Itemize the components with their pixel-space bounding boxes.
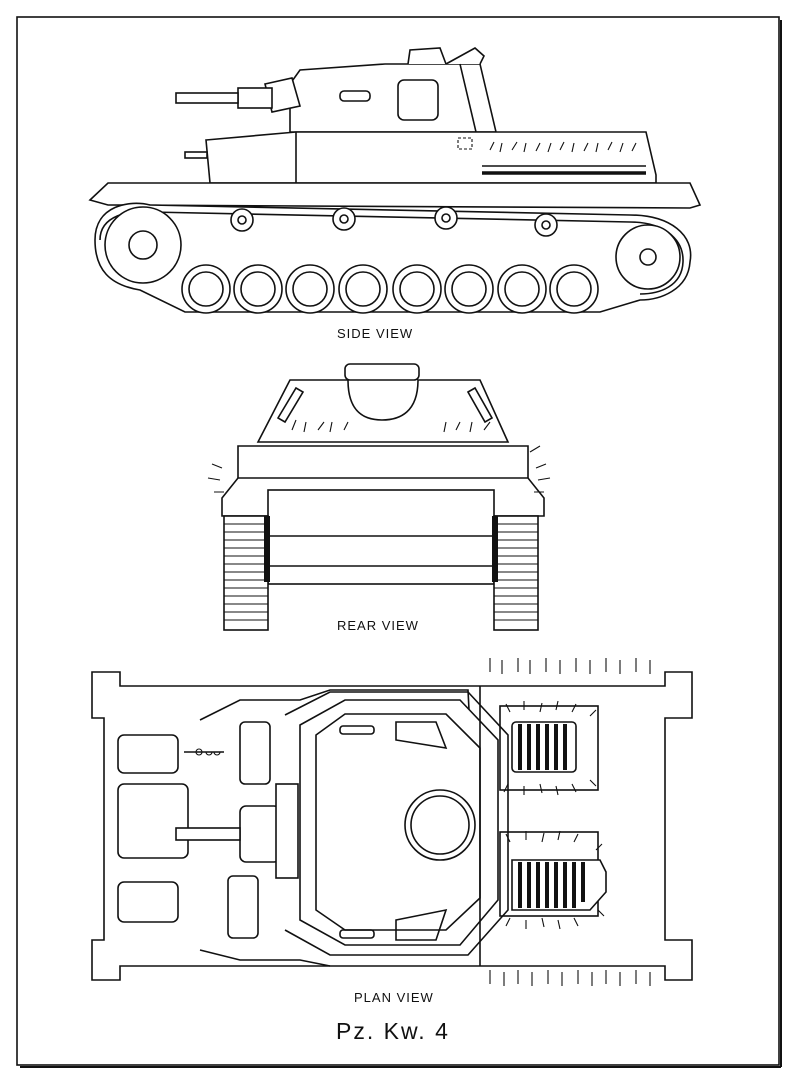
plan-engine-grill-panel-top — [499, 705, 599, 791]
rear-track-right — [492, 515, 539, 631]
heat-hatching-rear — [207, 419, 551, 493]
pistol-port — [457, 137, 473, 150]
plan-turret-hatch-top — [395, 721, 448, 750]
plan-engine-grill-bottom — [511, 859, 607, 911]
plan-front-hatch-1 — [117, 734, 179, 774]
plan-commander-cupola — [404, 789, 476, 861]
plan-radio-hatch — [227, 875, 259, 939]
turret-side-hatch — [397, 79, 439, 121]
rear-view-drawing — [207, 363, 551, 631]
rear-view-label: REAR VIEW — [337, 618, 419, 633]
cupola-hatch — [445, 47, 485, 65]
plan-front-hatch-2 — [117, 783, 189, 859]
drawing-title: Pz. Kw. 4 — [336, 1018, 450, 1044]
plan-turret-port-top — [339, 725, 375, 735]
idler-wheel — [615, 224, 681, 290]
plan-engine-grill-top — [511, 721, 577, 773]
plan-turret-outer-line — [284, 691, 509, 956]
gun-barrel-sleeve — [237, 87, 273, 109]
drive-sprocket-hub — [128, 230, 158, 260]
rear-cupola-dome — [347, 379, 419, 421]
side-view-drawing — [88, 47, 702, 314]
plan-turret-outline — [299, 699, 499, 946]
plan-superstructure-front-bottom — [199, 949, 331, 967]
turret-vision-slit — [339, 90, 371, 102]
outer-frame — [16, 16, 780, 1066]
plan-turret-hatch-bottom — [395, 908, 448, 941]
track-fender — [88, 182, 702, 209]
rear-turret-port-left — [276, 386, 305, 424]
plan-superstructure-front-top — [199, 689, 471, 731]
drive-sprocket — [104, 206, 182, 284]
plan-gun-mantlet — [239, 805, 281, 863]
plan-driver-hatch — [239, 721, 271, 785]
side-view-label: SIDE VIEW — [337, 326, 414, 341]
plan-gun-barrel — [175, 827, 241, 841]
gun-barrel — [175, 92, 239, 104]
rear-track-left — [223, 515, 270, 631]
plan-turret-port-bottom — [339, 929, 375, 939]
heat-hatching-plan-grills — [503, 700, 605, 930]
heat-hatching-plan-edges — [489, 658, 651, 986]
heat-hatching-side — [489, 141, 637, 153]
turret-rear-line — [459, 63, 477, 133]
turret-body — [289, 63, 498, 133]
plan-view-label: PLAN VIEW — [354, 990, 434, 1005]
rear-turret-port-right — [466, 386, 494, 424]
idler-hub — [639, 248, 657, 266]
rear-hull-plate — [267, 489, 495, 585]
return-rollers — [230, 206, 558, 237]
road-wheels — [181, 264, 599, 314]
plan-machine-gun-links — [195, 748, 221, 756]
plan-front-hatch-3 — [117, 881, 179, 923]
rear-cupola-ring — [344, 363, 420, 381]
plan-turret-front — [275, 783, 299, 879]
plan-cupola-inner — [410, 795, 470, 855]
commander-cupola — [407, 47, 447, 65]
hull-machine-gun — [184, 151, 208, 159]
plan-view-drawing — [91, 658, 693, 986]
superstructure — [205, 131, 657, 184]
